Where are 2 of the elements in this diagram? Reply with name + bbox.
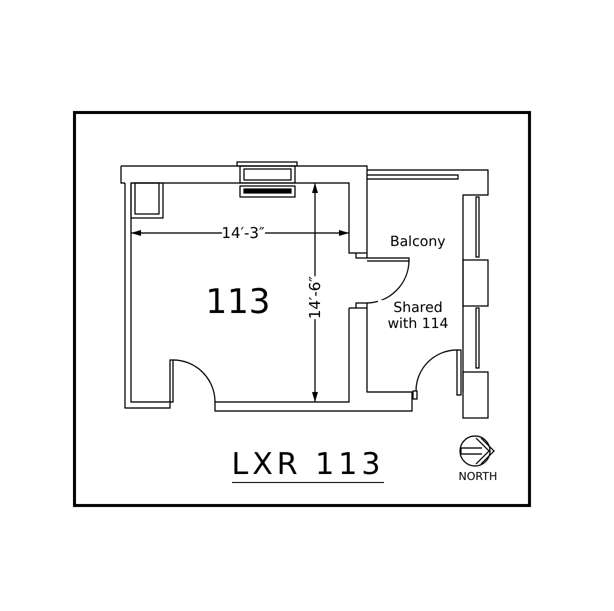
room-label: Balcony: [390, 234, 446, 250]
compass-label: NORTH: [458, 470, 498, 484]
